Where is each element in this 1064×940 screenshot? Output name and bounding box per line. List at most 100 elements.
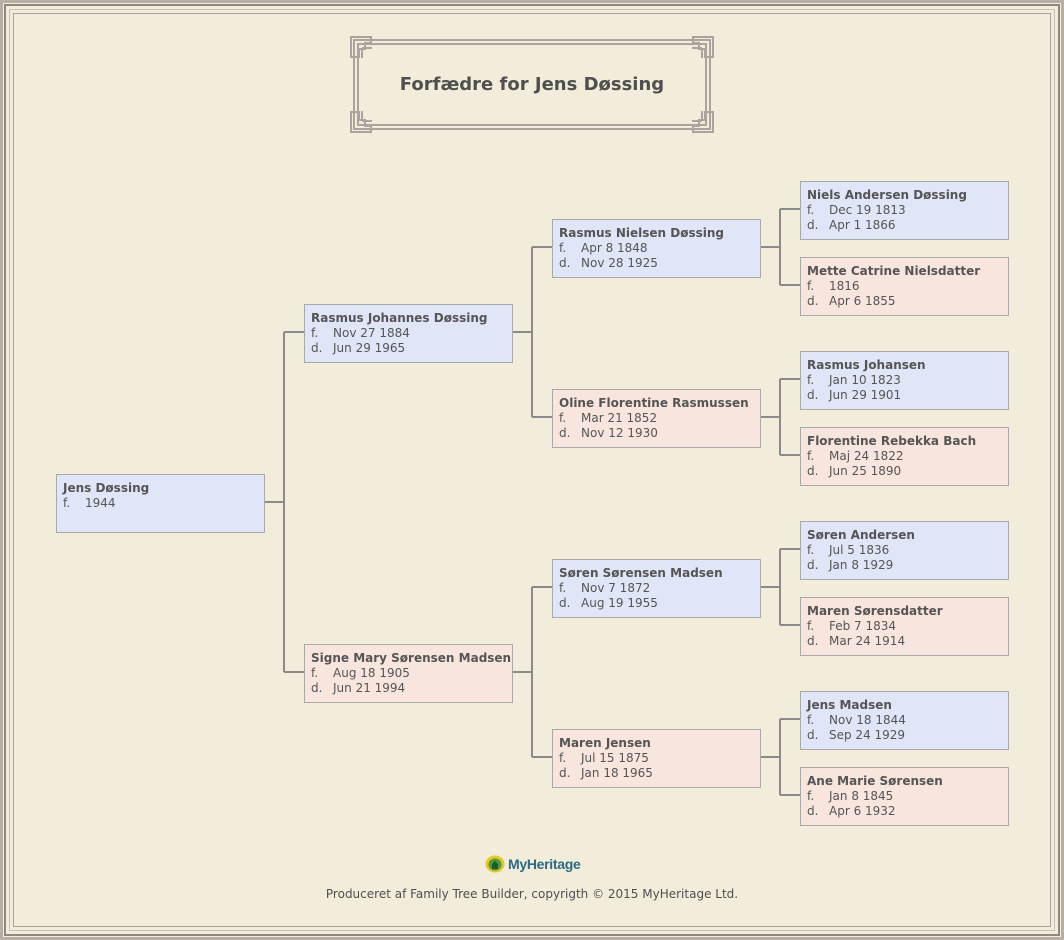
person-card-fmf[interactable]: Rasmus Johansen f.Jan 10 1823 d.Jun 29 1… [800,351,1009,410]
birth-row: f. Jan 8 1845 [807,789,1008,804]
person-card-mmm[interactable]: Ane Marie Sørensen f.Jan 8 1845 d.Apr 6 … [800,767,1009,826]
birth-label: f. [807,373,815,387]
person-card-mother[interactable]: Signe Mary Sørensen Madsen f. Aug 18 1905… [304,644,513,703]
person-card-fff[interactable]: Niels Andersen Døssing f.Dec 19 1813 d.A… [800,181,1009,240]
birth-date: Maj 24 1822 [829,449,904,463]
death-row: d. Sep 24 1929 [807,728,1008,743]
page-frame-inner [9,9,1055,931]
person-name: Rasmus Johannes Døssing [311,311,488,325]
death-date: Jan 18 1965 [581,766,653,780]
birth-date: Apr 8 1848 [581,241,648,255]
person-name: Søren Sørensen Madsen [559,566,723,580]
title-ornament [350,36,714,133]
birth-label: f. [807,279,815,293]
birth-row: f. Aug 18 1905 [311,666,512,681]
death-row: d.Jan 8 1929 [807,558,1008,573]
death-row: d.Jan 18 1965 [559,766,760,781]
birth-row: f. Apr 8 1848 [559,241,760,256]
birth-label: f. [807,789,815,803]
birth-date: Jul 5 1836 [829,543,890,557]
myheritage-logo[interactable]: MyHeritage [485,854,581,874]
birth-label: f. [559,241,567,255]
death-date: Apr 6 1855 [829,294,896,308]
person-name: Mette Catrine Nielsdatter [807,264,981,278]
logo-text: MyHeritage [508,856,581,872]
death-row: d.Apr 6 1855 [807,294,1008,309]
birth-row: f. Maj 24 1822 [807,449,1008,464]
death-label: d. [311,341,323,355]
person-name: Signe Mary Sørensen Madsen [311,651,512,665]
person-name: Jens Døssing [63,481,150,495]
person-card-root[interactable]: Jens Døssing f. 1944 [56,474,265,533]
death-row: d. Aug 19 1955 [559,596,760,611]
person-name: Niels Andersen Døssing [807,188,967,202]
death-label: d. [807,558,819,572]
birth-label: f. [559,411,567,425]
footer-copyright: Produceret af Family Tree Builder, copyr… [325,887,739,901]
myheritage-logo-icon [485,855,505,873]
death-date: Aug 19 1955 [581,596,658,610]
birth-row: f.Dec 19 1813 [807,203,1008,218]
birth-row: f.Nov 7 1872 [559,581,760,596]
death-date: Jun 29 1901 [829,388,902,402]
person-name: Florentine Rebekka Bach [807,434,977,448]
person-name: Maren Sørensdatter [807,604,943,618]
person-card-ffm[interactable]: Mette Catrine Nielsdatter f. 1816 d.Apr 6… [800,257,1009,316]
birth-label: f. [559,751,567,765]
death-date: Nov 12 1930 [581,426,658,440]
death-row: d. Jun 25 1890 [807,464,1008,479]
birth-date: Dec 19 1813 [829,203,906,217]
death-date: Sep 24 1929 [829,728,906,742]
person-card-mff[interactable]: Søren Andersen f.Jul 5 1836 d.Jan 8 1929 [800,521,1009,580]
person-card-paternal-grandfather[interactable]: Rasmus Nielsen Døssing f.Apr 8 1848 d.No… [552,219,761,278]
death-row: d.Apr 1 1866 [807,218,1008,233]
death-date: Nov 28 1925 [581,256,658,270]
person-card-maternal-grandfather[interactable]: Søren Sørensen Madsen f.Nov 7 1872 d. Aug… [552,559,761,618]
death-row: d. Nov 12 1930 [559,426,760,441]
birth-row: f. 1944 [63,496,264,511]
person-card-father[interactable]: Rasmus Johannes Døssing f.Nov 27 1884 d.… [304,304,513,363]
person-name: Oline Florentine Rasmussen [559,396,749,410]
birth-row: f.Jan 10 1823 [807,373,1008,388]
person-card-mmf[interactable]: Jens Madsen f.Nov 18 1844 d. Sep 24 1929 [800,691,1009,750]
death-label: d. [807,464,819,478]
birth-row: f.Jul 5 1836 [807,543,1008,558]
death-date: Jun 21 1994 [333,681,406,695]
birth-date: Feb 7 1834 [829,619,897,633]
death-label: d. [559,596,571,610]
birth-row: f.Nov 27 1884 [311,326,512,341]
person-card-mfm[interactable]: Maren Sørensdatter f.Feb 7 1834 d.Mar 24… [800,597,1009,656]
birth-label: f. [807,619,815,633]
person-card-maternal-grandmother[interactable]: Maren Jensen f.Jul 15 1875 d.Jan 18 1965 [552,729,761,788]
death-label: d. [807,804,819,818]
birth-date: Jul 15 1875 [581,751,649,765]
birth-label: f. [63,496,71,510]
death-date: Jun 29 1965 [333,341,406,355]
death-label: d. [559,426,571,440]
person-name: Jens Madsen [807,698,892,712]
death-row: d.Jun 21 1994 [311,681,512,696]
death-date: Jun 25 1890 [829,464,902,478]
birth-date: Nov 7 1872 [581,581,651,595]
birth-date: 1944 [85,496,116,510]
death-label: d. [807,218,819,232]
birth-label: f. [311,666,319,680]
person-name: Rasmus Nielsen Døssing [559,226,724,240]
birth-row: f.Mar 21 1852 [559,411,760,426]
birth-date: Jan 8 1845 [829,789,894,803]
death-label: d. [807,634,819,648]
birth-row: f. Feb 7 1834 [807,619,1008,634]
person-card-fmm[interactable]: Florentine Rebekka Bach f. Maj 24 1822 d.… [800,427,1009,486]
birth-row: f.Nov 18 1844 [807,713,1008,728]
birth-label: f. [311,326,319,340]
death-label: d. [807,388,819,402]
birth-label: f. [807,449,815,463]
birth-row: f. Jul 15 1875 [559,751,760,766]
death-label: d. [807,728,819,742]
death-row: d.Apr 6 1932 [807,804,1008,819]
birth-date: Aug 18 1905 [333,666,410,680]
person-card-paternal-grandmother[interactable]: Oline Florentine Rasmussen f.Mar 21 1852… [552,389,761,448]
birth-date: 1816 [829,279,860,293]
